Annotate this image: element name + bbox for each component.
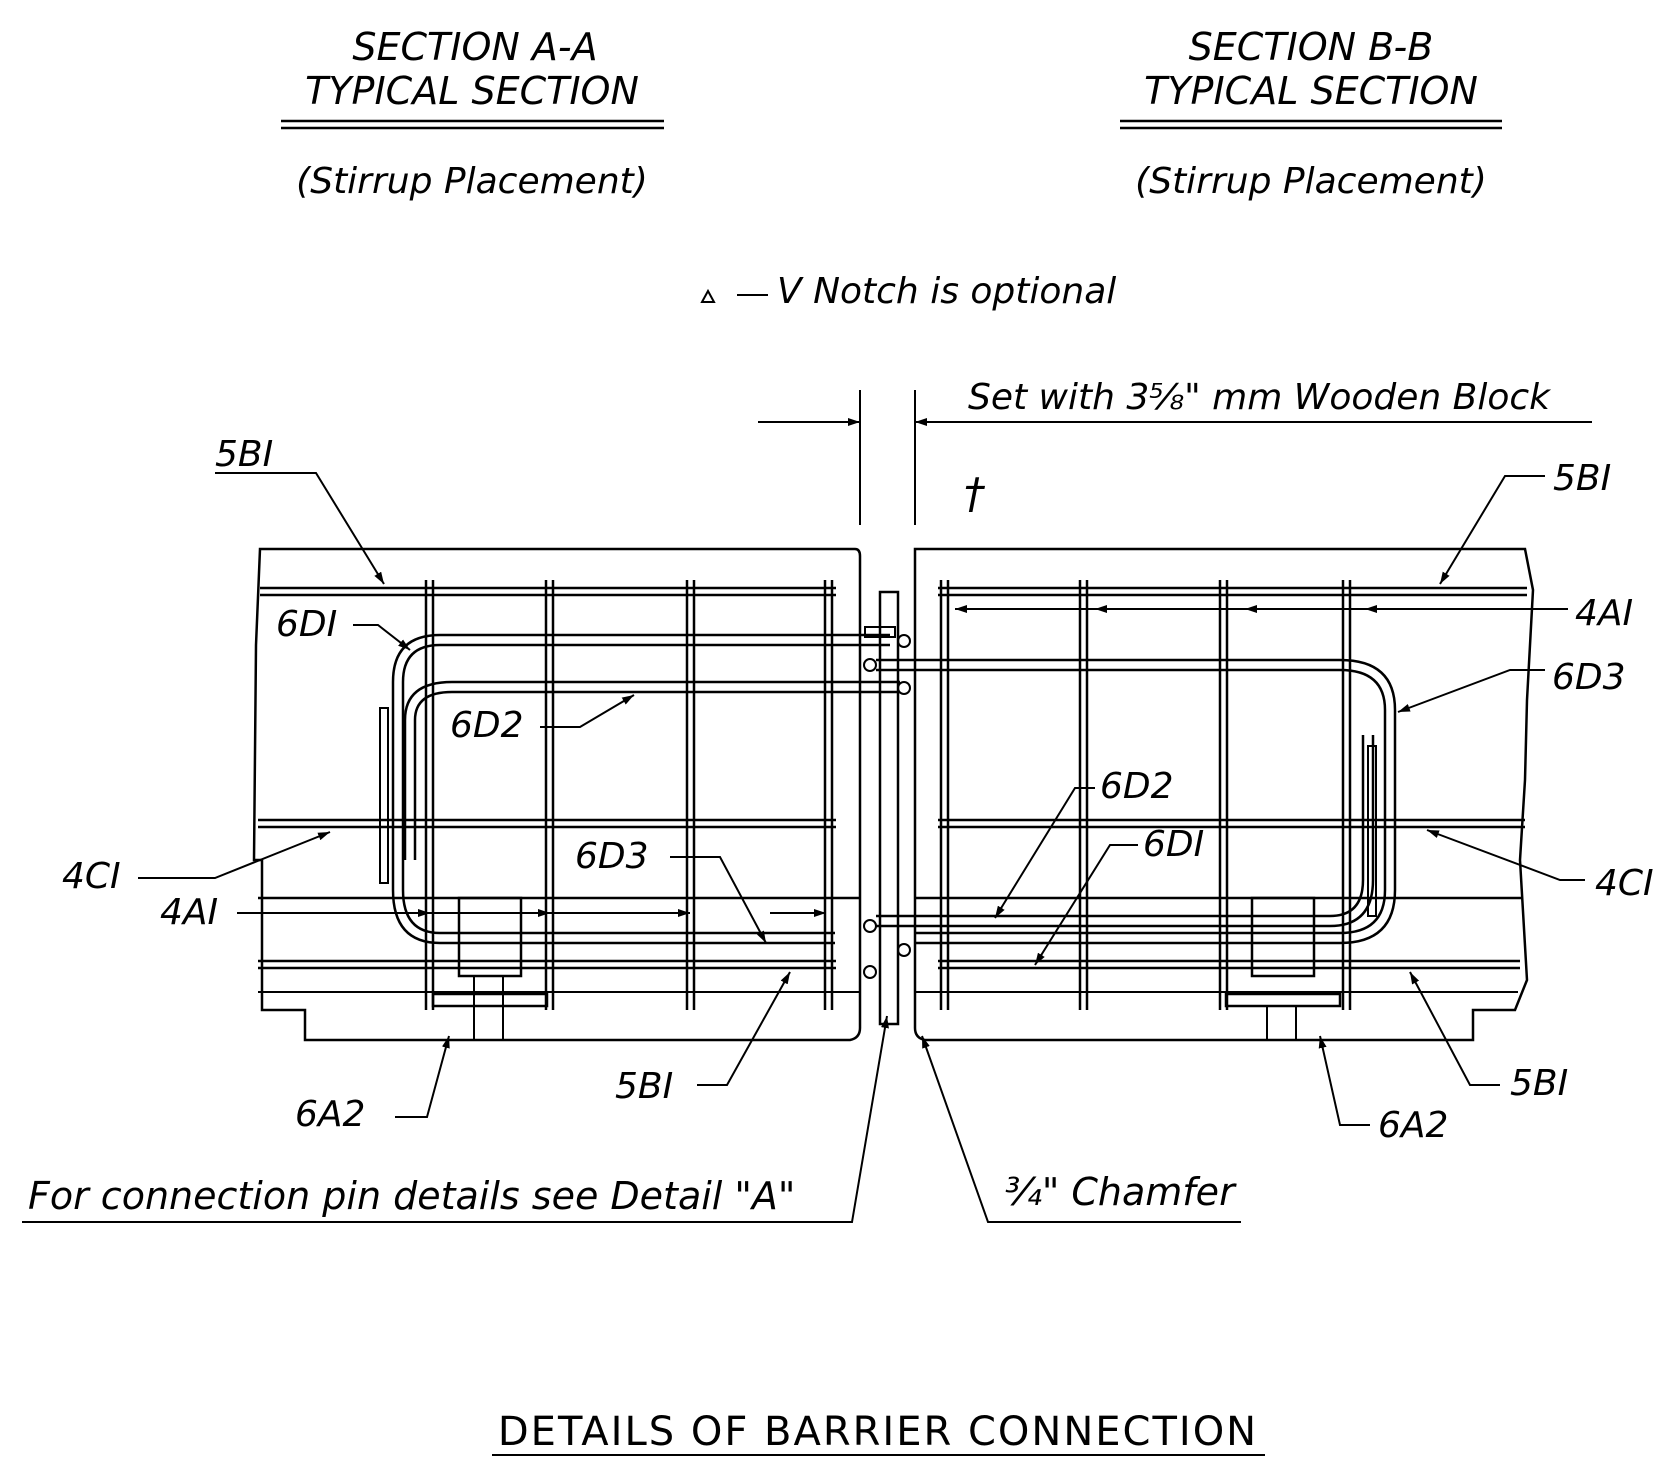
- pin-note: For connection pin details see Detail "A…: [28, 1174, 795, 1218]
- label-left-4c1: 4CI: [62, 856, 121, 897]
- label-right-4a1: 4AI: [1575, 593, 1633, 634]
- label-left-6d1: 6DI: [276, 604, 337, 645]
- left-bar-6d2-outer: [403, 680, 900, 860]
- connection-pin: [878, 590, 900, 1026]
- label-left-5b1-top: 5BI: [215, 434, 273, 475]
- right-anchor-leg: [1266, 1006, 1297, 1040]
- right-section-title: SECTION B-B: [1189, 25, 1434, 69]
- label-right-5b1-bottom: 5BI: [1510, 1063, 1568, 1104]
- left-stirrup-4: [823, 580, 834, 1010]
- leader-right-5b1-bottom: [1409, 971, 1500, 1086]
- pin-cap-top: [864, 626, 896, 638]
- dagger-mark: †: [964, 469, 986, 518]
- leader-left-6a2: [395, 1035, 450, 1118]
- right-stirrup-1: [939, 580, 950, 1010]
- left-anchor-leg: [473, 976, 504, 1040]
- label-right-4c1: 4CI: [1595, 863, 1654, 904]
- left-lap-plate: [379, 707, 389, 884]
- left-barrier-outline: [252, 547, 862, 1042]
- right-lap-plate: [1367, 745, 1377, 917]
- label-right-6d3: 6D3: [1552, 657, 1626, 698]
- left-bar-6d1-outer: [391, 633, 890, 945]
- leader-chamfer-note: [921, 1035, 1241, 1223]
- chamfer-note: ¾" Chamfer: [1005, 1170, 1237, 1214]
- right-section-subtitle: TYPICAL SECTION: [1144, 69, 1478, 113]
- left-bar-6d2-inner: [413, 690, 900, 860]
- left-anchor-plate: [431, 992, 549, 1008]
- label-right-6d1: 6DI: [1143, 824, 1204, 865]
- main-title: DETAILS OF BARRIER CONNECTION: [498, 1409, 1258, 1455]
- leader-right-5b1-top: [1439, 475, 1545, 585]
- leader-left-5b1-top: [215, 472, 385, 585]
- pin-loop-5: [897, 943, 911, 957]
- left-section-subtitle: TYPICAL SECTION: [305, 69, 639, 113]
- leader-pin-note: [22, 1015, 889, 1223]
- label-right-6d2: 6D2: [1100, 766, 1174, 807]
- label-left-6a2: 6A2: [295, 1094, 365, 1135]
- pin-loop-3: [897, 681, 911, 695]
- pin-loop-6: [863, 965, 877, 979]
- right-bar-6d3-inner: [876, 668, 1387, 935]
- right-stirrup-4: [1341, 580, 1352, 1010]
- right-stirrup-2: [1078, 580, 1089, 1010]
- leader-left-5b1-bottom: [697, 971, 791, 1086]
- pin-loop-1: [897, 634, 911, 648]
- right-anchor-plate: [1224, 992, 1342, 1008]
- leader-right-6d3: [1397, 669, 1545, 713]
- right-anchor-box: [1250, 896, 1316, 978]
- left-bar-6d1-inner: [401, 643, 890, 935]
- leader-left-6d2: [540, 694, 635, 728]
- label-right-5b1-top: 5BI: [1553, 458, 1611, 499]
- label-left-6d2: 6D2: [450, 705, 524, 746]
- left-stirrup-1: [424, 580, 435, 1010]
- right-bar-6d1-outer: [876, 735, 1375, 928]
- left-section-note: (Stirrup Placement): [296, 161, 648, 202]
- right-bar-6d3-outer: [876, 658, 1397, 945]
- label-left-4a1: 4AI: [160, 892, 218, 933]
- notch-note: V Notch is optional: [777, 271, 1116, 312]
- label-right-6a2: 6A2: [1378, 1105, 1448, 1146]
- label-left-5b1-bottom: 5BI: [615, 1066, 673, 1107]
- leader-right-4c1: [1426, 829, 1585, 881]
- label-left-6d3: 6D3: [575, 836, 649, 877]
- leader-left-6d1: [353, 624, 411, 651]
- notch-triangle-icon: [700, 288, 716, 303]
- right-stirrup-3: [1218, 580, 1229, 1010]
- left-section-title: SECTION A-A: [352, 25, 597, 69]
- block-note: Set with 3⅝" mm Wooden Block: [968, 377, 1552, 418]
- pin-loop-2: [863, 658, 877, 672]
- left-stirrup-2: [544, 580, 555, 1010]
- leader-left-4c1: [138, 831, 331, 879]
- leader-right-6a2: [1318, 1035, 1370, 1126]
- right-section-note: (Stirrup Placement): [1135, 161, 1487, 202]
- leader-right-6d2: [994, 787, 1095, 919]
- left-stirrup-3: [685, 580, 696, 1010]
- leader-right-6d1: [1034, 844, 1138, 966]
- right-barrier-outline: [913, 547, 1535, 1042]
- pin-loop-4: [863, 919, 877, 933]
- leader-left-6d3: [670, 856, 767, 944]
- left-anchor-box: [457, 896, 523, 978]
- right-bar-6d1-inner: [876, 735, 1365, 918]
